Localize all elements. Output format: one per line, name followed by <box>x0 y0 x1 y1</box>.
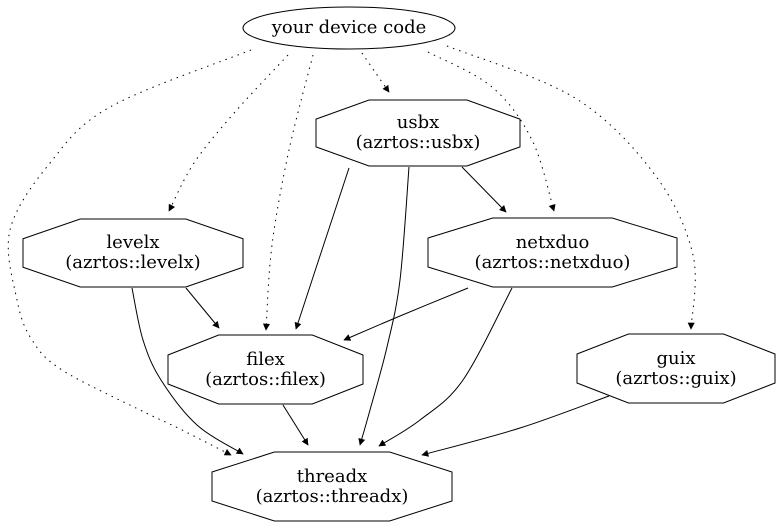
edge-netxduo-to-filex <box>343 287 469 341</box>
edge-guix-to-threadx <box>421 395 610 457</box>
edge-device_code-to-levelx <box>168 54 289 212</box>
edge-usbx-to-threadx <box>358 166 410 446</box>
edge-netxduo-to-threadx <box>378 287 513 447</box>
edge-usbx-to-netxduo <box>461 166 507 213</box>
node-shape-usbx <box>315 99 521 167</box>
edge-device_code-to-netxduo <box>427 51 556 212</box>
node-shape-guix <box>576 333 776 404</box>
node-shape-threadx <box>211 451 453 522</box>
edge-usbx-to-filex <box>294 167 350 330</box>
node-shape-netxduo <box>427 217 678 288</box>
edge-device_code-to-usbx <box>361 52 390 93</box>
node-shape-levelx <box>22 218 244 288</box>
edge-levelx-to-filex <box>185 287 220 329</box>
edge-device_code-to-threadx <box>7 49 252 456</box>
edge-device_code-to-filex <box>262 54 314 331</box>
edge-device_code-to-guix <box>446 45 696 330</box>
node-shape-filex <box>167 334 364 405</box>
node-shape-device_code <box>242 6 456 50</box>
edge-levelx-to-threadx <box>131 287 244 455</box>
edge-filex-to-threadx <box>282 404 309 446</box>
